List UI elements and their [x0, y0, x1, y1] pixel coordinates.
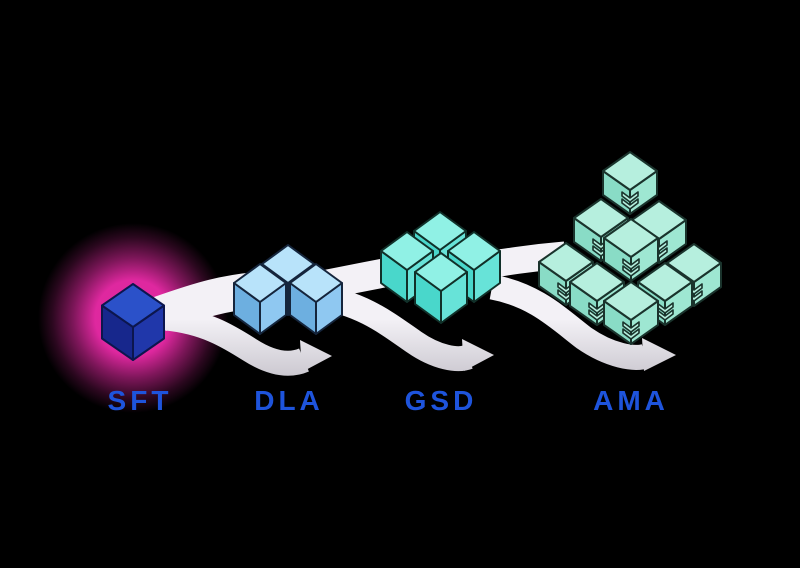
- sft-cube-group: [101, 283, 165, 361]
- stage-label-sft: SFT: [108, 385, 173, 416]
- cube: [603, 218, 659, 282]
- stage-label-dla: DLA: [254, 385, 324, 416]
- cube: [233, 263, 287, 335]
- dla-cube-group: [233, 244, 343, 335]
- arrowhead-3: [642, 338, 676, 371]
- arrowhead-2: [462, 339, 494, 371]
- ama-cube-group: [538, 151, 722, 345]
- stage-label-ama: AMA: [593, 385, 669, 416]
- stage-label-gsd: GSD: [405, 385, 478, 416]
- cube: [538, 242, 594, 306]
- arrowhead-1: [300, 340, 332, 372]
- cube: [101, 283, 165, 361]
- swoosh-arrow-3: [489, 274, 651, 370]
- swoosh-arrow-2: [316, 284, 473, 372]
- cube: [602, 151, 658, 215]
- swoosh-arrow-1: [164, 305, 309, 376]
- gsd-cube-group: [380, 211, 501, 324]
- cube: [289, 263, 343, 335]
- cube: [603, 281, 659, 345]
- cube: [414, 252, 468, 324]
